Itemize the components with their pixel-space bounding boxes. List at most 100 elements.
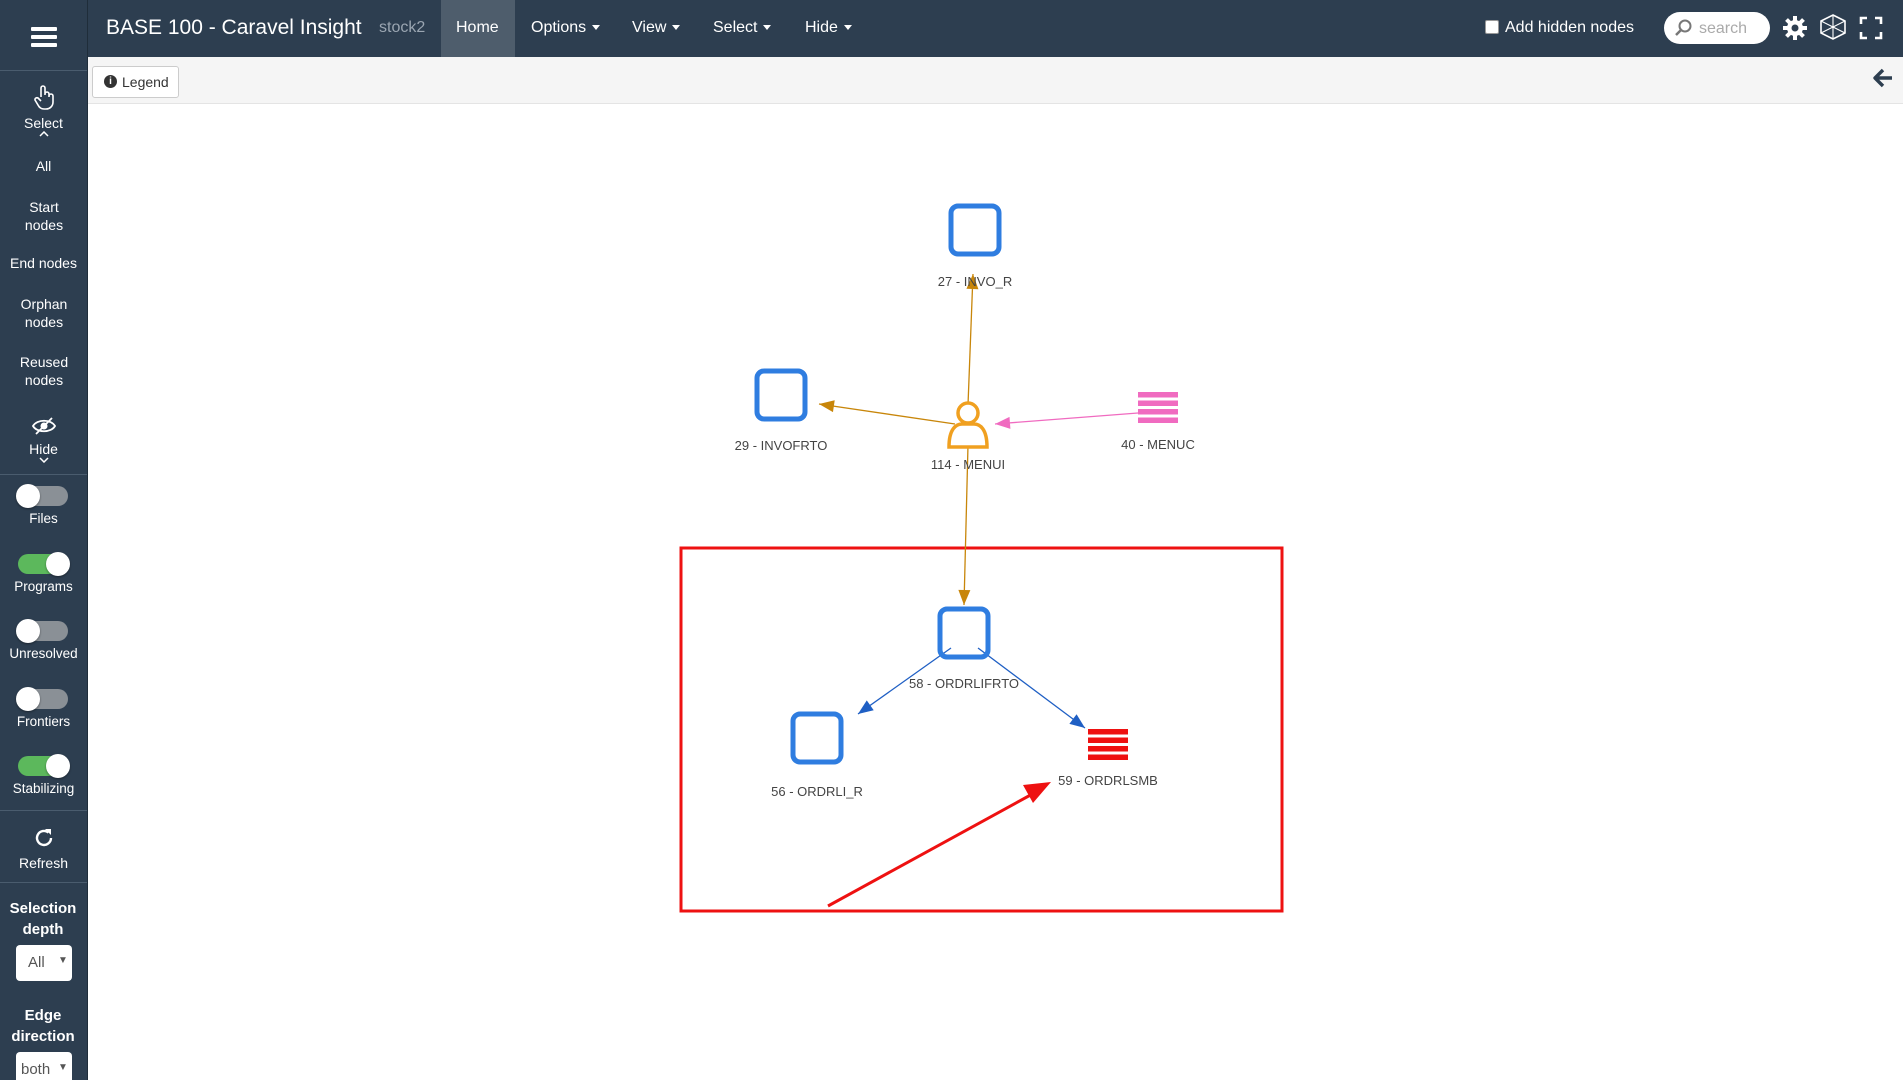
dropdown-caret-icon: ▼: [58, 1062, 68, 1073]
node-label-40[interactable]: 40 - MENUC: [1121, 437, 1195, 452]
refresh-button[interactable]: Refresh: [0, 826, 87, 871]
nav-home-tab[interactable]: Home: [441, 0, 515, 57]
frontiers-toggle[interactable]: [16, 687, 68, 711]
project-name: stock2: [379, 19, 426, 36]
sidebar-hide-label: Hide: [29, 441, 58, 457]
select-all-button[interactable]: All: [35, 158, 52, 174]
app-title[interactable]: BASE 100 - Caravel Insight: [106, 16, 362, 39]
nav-select-menu[interactable]: Select: [713, 19, 772, 37]
refresh-label: Refresh: [18, 855, 69, 871]
add-hidden-nodes-checkbox[interactable]: [1485, 20, 1499, 34]
edge-arrowhead: [958, 589, 971, 605]
nav-options-menu[interactable]: Options: [531, 19, 601, 37]
menu-node-bar-40: [1138, 417, 1178, 423]
nav-options-label: Options: [531, 19, 587, 36]
nav-home-label: Home: [456, 19, 499, 36]
search-input[interactable]: search: [1664, 12, 1770, 44]
top-navbar: BASE 100 - Caravel Insight stock2 Home O…: [88, 0, 1903, 57]
sidebar-select-button[interactable]: Select: [0, 84, 87, 137]
annotation-arrow-line: [827, 790, 1037, 908]
sidebar-divider: [0, 810, 87, 811]
gear-icon[interactable]: [1782, 15, 1808, 41]
nav-select-label: Select: [713, 19, 758, 36]
search-placeholder: search: [1699, 20, 1748, 37]
dropdown-caret-icon: ▼: [58, 955, 68, 966]
program-node-27: [948, 203, 1002, 257]
hamburger-menu-icon[interactable]: [31, 27, 57, 47]
edge-114-29: [818, 403, 956, 425]
fullscreen-icon[interactable]: [1859, 16, 1883, 40]
edge-arrowhead: [995, 416, 1011, 429]
sidebar: Select All Start nodes End nodes Orphan …: [0, 0, 88, 1088]
node-label-58[interactable]: 58 - ORDRLIFRTO: [908, 676, 1020, 691]
nav-hide-label: Hide: [805, 19, 838, 36]
legend-button[interactable]: i Legend: [92, 66, 179, 98]
toggle-knob: [16, 687, 40, 711]
arrow-left-icon[interactable]: [1871, 66, 1895, 90]
select-reused-nodes-button[interactable]: Reused nodes: [19, 354, 69, 388]
program-node-56: [790, 711, 844, 765]
file-node-bar-59: [1088, 754, 1128, 760]
edge-arrowhead: [1069, 714, 1085, 728]
add-hidden-nodes-label[interactable]: Add hidden nodes: [1505, 19, 1634, 36]
legend-label: Legend: [122, 74, 169, 90]
selection-depth-value: All: [28, 954, 45, 971]
node-label-56[interactable]: 56 - ORDRLI_R: [771, 784, 863, 799]
eye-slash-icon: [31, 417, 56, 435]
edge-direction-select[interactable]: both ▼: [16, 1052, 72, 1088]
annotation-arrowhead: [1023, 782, 1051, 803]
frontiers-toggle-label: Frontiers: [16, 714, 71, 729]
edge-arrowhead: [819, 400, 835, 413]
user-node-head-114: [956, 401, 980, 425]
sidebar-divider: [0, 70, 87, 71]
menu-node-bar-40: [1138, 392, 1178, 398]
selection-depth-label: Selection depth: [9, 900, 77, 938]
file-node-bar-59: [1088, 729, 1128, 735]
stabilizing-toggle[interactable]: [18, 754, 70, 778]
toggle-knob: [46, 754, 70, 778]
node-label-114[interactable]: 114 - MENUI: [930, 457, 1006, 472]
refresh-icon: [35, 829, 52, 847]
unresolved-toggle[interactable]: [16, 619, 68, 643]
nav-hide-menu[interactable]: Hide: [805, 19, 852, 37]
unresolved-toggle-label: Unresolved: [9, 646, 78, 661]
program-node-58: [937, 606, 991, 660]
files-toggle-label: Files: [29, 511, 58, 526]
sidebar-divider: [0, 474, 87, 475]
nav-view-label: View: [632, 19, 667, 36]
sidebar-divider: [0, 882, 87, 883]
select-orphan-nodes-button[interactable]: Orphan nodes: [20, 296, 68, 330]
sidebar-hide-button[interactable]: Hide: [0, 416, 87, 463]
programs-toggle[interactable]: [18, 552, 70, 576]
search-icon: [1675, 19, 1692, 36]
graph-toolbar: i Legend: [88, 57, 1903, 104]
file-node-bar-59: [1088, 746, 1128, 752]
sidebar-select-label: Select: [24, 115, 63, 131]
selection-highlight-box: [679, 546, 1284, 913]
info-icon: i: [104, 75, 117, 88]
node-label-59[interactable]: 59 - ORDRLSMB: [1058, 773, 1158, 788]
stabilizing-toggle-label: Stabilizing: [12, 781, 75, 796]
programs-toggle-label: Programs: [14, 579, 73, 594]
nav-view-menu[interactable]: View: [632, 19, 681, 37]
caret-down-icon: [672, 25, 681, 31]
menu-node-bar-40: [1138, 409, 1178, 415]
caret-down-icon: [763, 25, 772, 31]
hand-pointer-icon: [33, 85, 54, 110]
caret-down-icon: [843, 25, 852, 31]
files-toggle[interactable]: [16, 484, 68, 508]
edge-40-114: [994, 412, 1139, 425]
edge-direction-value: both: [21, 1061, 51, 1078]
node-label-29[interactable]: 29 - INVOFRTO: [734, 438, 828, 453]
select-start-nodes-button[interactable]: Start nodes: [24, 199, 64, 233]
network-icon[interactable]: [1818, 13, 1848, 41]
caret-down-icon: [592, 25, 601, 31]
edge-direction-label: Edge direction: [11, 1007, 75, 1045]
edge-arrowhead: [858, 700, 874, 714]
menu-node-bar-40: [1138, 400, 1178, 406]
selection-depth-select[interactable]: All ▼: [16, 945, 72, 981]
user-node-body-114: [947, 422, 989, 449]
node-label-27[interactable]: 27 - INVO_R: [937, 274, 1013, 289]
select-end-nodes-button[interactable]: End nodes: [10, 255, 77, 271]
